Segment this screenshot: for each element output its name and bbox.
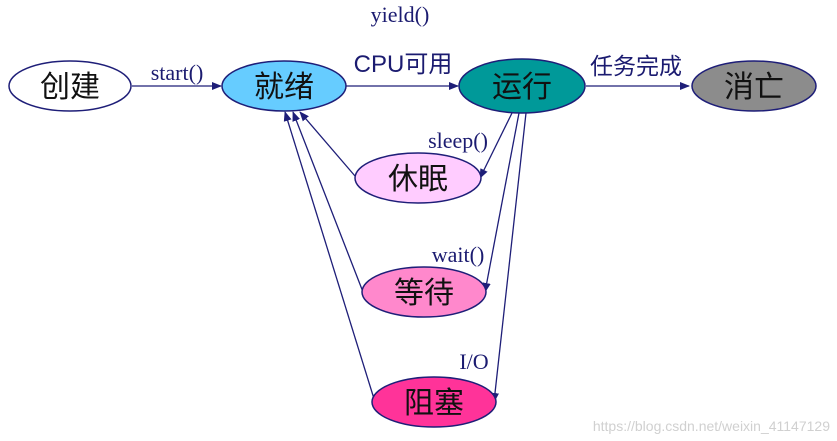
state-sleep-label: 休眠 (388, 162, 448, 197)
edge-blocked-to-ready (283, 111, 376, 403)
io-transition-label: I/O (459, 349, 488, 374)
state-ready: 就绪 (221, 60, 347, 112)
state-create-shape (8, 60, 132, 112)
state-running-shape (458, 58, 586, 114)
state-blocked-label: 阻塞 (404, 386, 464, 421)
state-create: 创建 (8, 60, 132, 112)
state-ready-label: 就绪 (254, 70, 314, 105)
edge-sleep-to-ready (299, 111, 356, 177)
state-create-label: 创建 (40, 70, 100, 105)
yield-label: yield() (371, 2, 430, 27)
state-wait-shape (361, 266, 487, 318)
state-running-label: 运行 (492, 70, 552, 105)
cpu-available-label: CPU可用 (354, 51, 453, 78)
state-wait: 等待 (361, 266, 487, 318)
state-dead: 消亡 (691, 60, 817, 112)
state-ready-shape (221, 60, 347, 112)
edge-running-to-sleep (479, 112, 513, 179)
start-label: start() (151, 60, 204, 85)
sleep-transition-label: sleep() (428, 128, 488, 153)
watermark-url: https://blog.csdn.net/weixin_41147129 (593, 418, 830, 434)
state-running: 运行 (458, 58, 586, 114)
edge-running-to-blocked (491, 112, 527, 403)
task-done-label: 任务完成 (590, 54, 682, 80)
edge-wait-to-ready (292, 111, 364, 293)
state-sleep: 休眠 (354, 152, 482, 204)
state-dead-shape (691, 60, 817, 112)
edge-running-to-wait (482, 112, 520, 293)
wait-transition-label: wait() (432, 242, 485, 267)
state-blocked-shape (371, 376, 497, 428)
state-wait-label: 等待 (394, 276, 454, 311)
state-sleep-shape (354, 152, 482, 204)
state-dead-label: 消亡 (724, 70, 784, 105)
state-blocked: 阻塞 (371, 376, 497, 428)
